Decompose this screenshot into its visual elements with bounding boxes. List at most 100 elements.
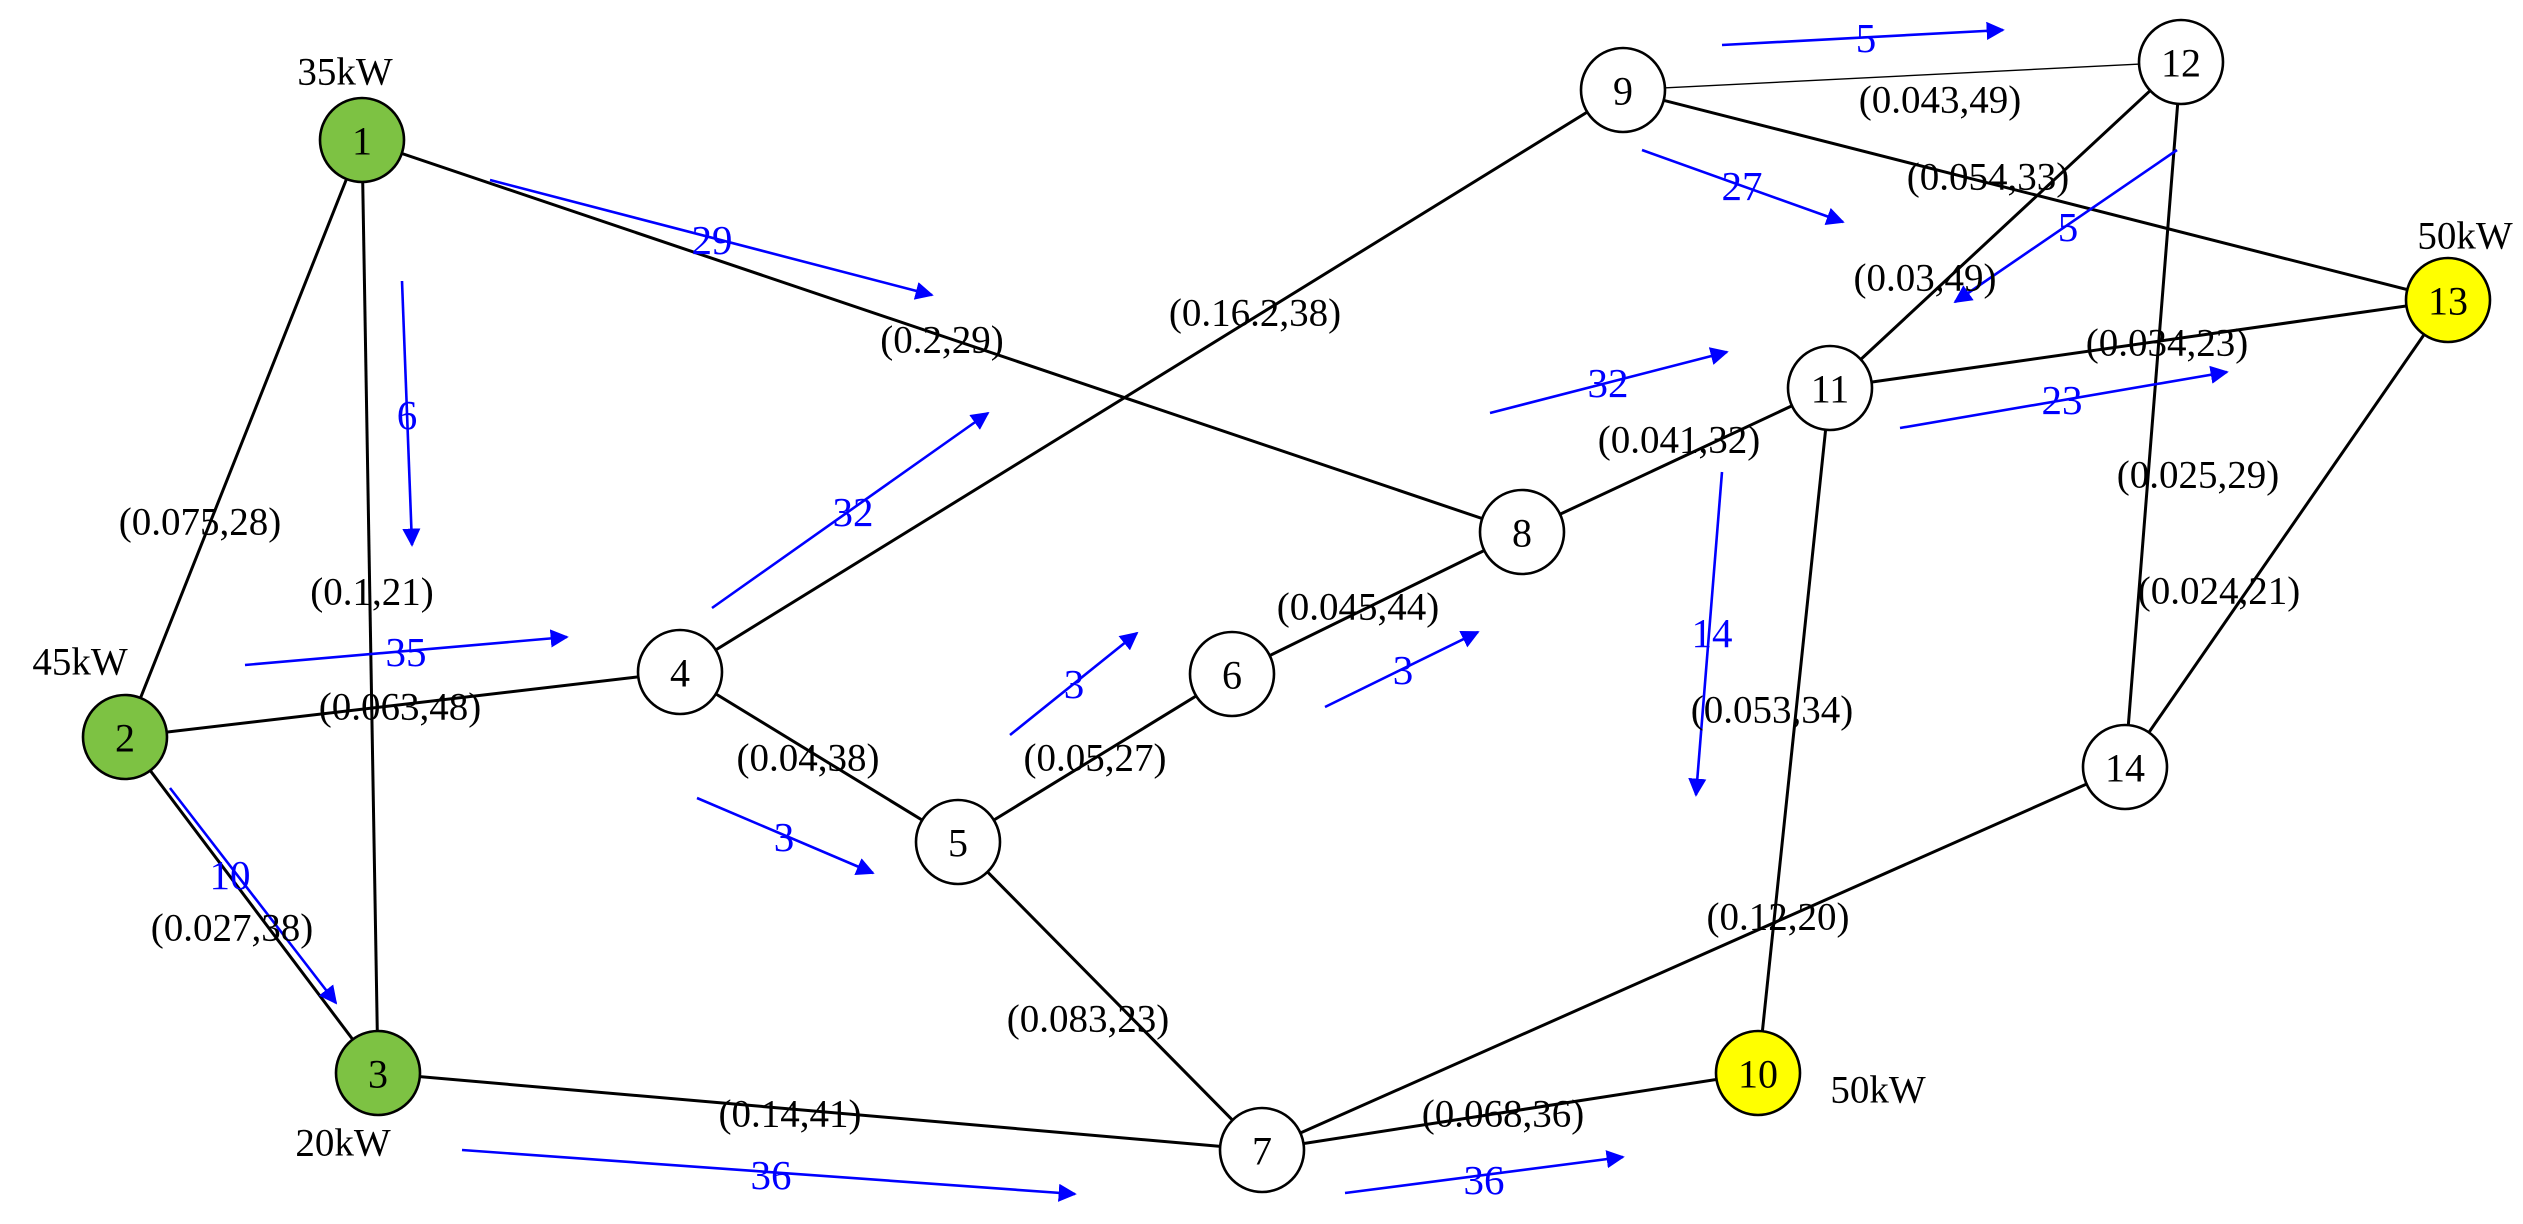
flow-value-1-8: 29: [692, 217, 733, 263]
flow-arrow-9-13: [1641, 148, 1845, 226]
edge-7-14: [1261, 765, 2126, 1152]
node-3-power: 20kW: [295, 1122, 391, 1165]
edge-8-11: [1521, 386, 1831, 534]
edge-label-4-9: (0.16.2,38): [1169, 292, 1341, 335]
node-10[interactable]: 10: [1714, 1029, 1802, 1117]
node-13[interactable]: 13: [2404, 256, 2492, 344]
node-14-label: 14: [2105, 746, 2145, 791]
edge-9-12: [1622, 61, 2182, 91]
node-2[interactable]: 2: [81, 693, 169, 781]
edge-label-2-3: (0.027,38): [151, 907, 313, 950]
flow-arrow-8-11: [1489, 347, 1729, 415]
flow-value-9-13: 27: [1722, 163, 1763, 209]
node-8-label: 8: [1512, 511, 1532, 556]
node-1[interactable]: 1: [318, 96, 406, 184]
edge-9-13: [1622, 88, 2449, 302]
node-13-power: 50kW: [2417, 215, 2513, 258]
edge-11-13: [1829, 298, 2449, 390]
flow-value-2-4: 35: [386, 629, 427, 675]
flow-value-3-7: 36: [751, 1152, 792, 1198]
node-7-circle: [1218, 1106, 1306, 1194]
flow-value-11-10: 14: [1692, 610, 1733, 656]
edge-label-3-7: (0.14,41): [719, 1093, 862, 1136]
edge-label-4-5: (0.04,38): [737, 737, 880, 780]
edge-label-1-3: (0.1,21): [310, 571, 433, 614]
node-6-label: 6: [1222, 653, 1242, 698]
flow-value-5-6: 3: [1064, 661, 1085, 707]
flow-value-7-10: 36: [1464, 1157, 1505, 1203]
edge-5-6: [957, 672, 1233, 844]
flow-value-4-9: 32: [833, 489, 874, 535]
flow-arrow-1-8: [489, 178, 934, 300]
edge-label-5-6: (0.05,27): [1024, 737, 1167, 780]
node-2-power: 45kW: [32, 641, 128, 684]
edge-1-3: [360, 139, 380, 1074]
node-11-circle: [1786, 344, 1874, 432]
node-9[interactable]: 9: [1579, 46, 1667, 134]
node-3[interactable]: 3: [334, 1029, 422, 1117]
edge-label-5-7: (0.083,23): [1007, 998, 1169, 1041]
edge-1-8: [361, 138, 1523, 534]
edge-6-8: [1231, 530, 1523, 676]
edge-label-2-4: (0.063,48): [319, 686, 481, 729]
node-14[interactable]: 14: [2081, 723, 2169, 811]
flow-arrow-3-7: [461, 1148, 1077, 1202]
flow-value-2-3: 10: [210, 852, 251, 898]
node-9-label: 9: [1613, 69, 1633, 114]
edge-11-12: [1828, 60, 2183, 390]
node-1-circle: [318, 96, 406, 184]
node-5-label: 5: [948, 821, 968, 866]
flow-value-8-11: 32: [1588, 360, 1629, 406]
edge-label-13-14: (0.024,21): [2138, 570, 2300, 613]
node-4[interactable]: 4: [636, 628, 724, 716]
node-12[interactable]: 12: [2137, 18, 2225, 106]
node-3-label: 3: [368, 1052, 388, 1097]
edge-label-9-12: (0.043,49): [1859, 79, 2021, 122]
edge-12-14: [2123, 61, 2183, 768]
edge-label-1-2: (0.075,28): [119, 501, 281, 544]
node-14-circle: [2081, 723, 2169, 811]
node-11-label: 11: [1811, 367, 1850, 412]
edge-10-11: [1756, 387, 1832, 1074]
node-7[interactable]: 7: [1218, 1106, 1306, 1194]
node-3-circle: [334, 1029, 422, 1117]
flow-arrow-6-8: [1324, 630, 1480, 709]
node-6[interactable]: 6: [1188, 630, 1276, 718]
flow-value-4-5: 3: [774, 814, 795, 860]
node-10-power: 50kW: [1830, 1069, 1926, 1112]
node-5[interactable]: 5: [914, 798, 1002, 886]
flow-arrow-9-12: [1721, 21, 2005, 47]
edge-layer: [123, 60, 2450, 1152]
node-5-circle: [914, 798, 1002, 886]
node-11[interactable]: 11: [1786, 344, 1874, 432]
edge-label-7-10: (0.068,36): [1422, 1093, 1584, 1136]
node-10-circle: [1714, 1029, 1802, 1117]
edge-label-layer: (0.075,28)(0.1,21)(0.2,29)(0.027,38)(0.0…: [119, 79, 2300, 1136]
flow-arrow-1-3: [400, 280, 421, 547]
node-13-label: 13: [2428, 279, 2468, 324]
flow-value-12-11: 5: [2058, 204, 2079, 250]
flow-arrow-7-10: [1344, 1150, 1625, 1195]
node-8-circle: [1478, 488, 1566, 576]
edge-2-3: [123, 736, 380, 1074]
flow-arrow-11-13: [1899, 365, 2229, 430]
node-4-label: 4: [670, 651, 690, 696]
flow-arrow-2-4: [244, 629, 569, 667]
node-8[interactable]: 8: [1478, 488, 1566, 576]
node-13-circle: [2404, 256, 2492, 344]
flow-arrow-5-6: [1009, 631, 1139, 737]
edge-2-4: [124, 670, 681, 739]
flow-arrow-4-5: [696, 796, 875, 875]
edge-3-7: [377, 1071, 1263, 1152]
edge-label-11-12: (0.03,49): [1854, 257, 1997, 300]
node-10-label: 10: [1738, 1052, 1778, 1097]
edge-4-9: [679, 88, 1624, 674]
node-7-label: 7: [1252, 1129, 1272, 1174]
edge-5-7: [956, 840, 1264, 1152]
flow-value-1-3: 6: [397, 392, 418, 438]
edge-7-10: [1261, 1071, 1759, 1152]
edge-label-9-13: (0.054,33): [1907, 156, 2069, 199]
flow-value-9-12: 5: [1856, 15, 1877, 61]
flow-arrow-12-11: [1953, 148, 2178, 304]
